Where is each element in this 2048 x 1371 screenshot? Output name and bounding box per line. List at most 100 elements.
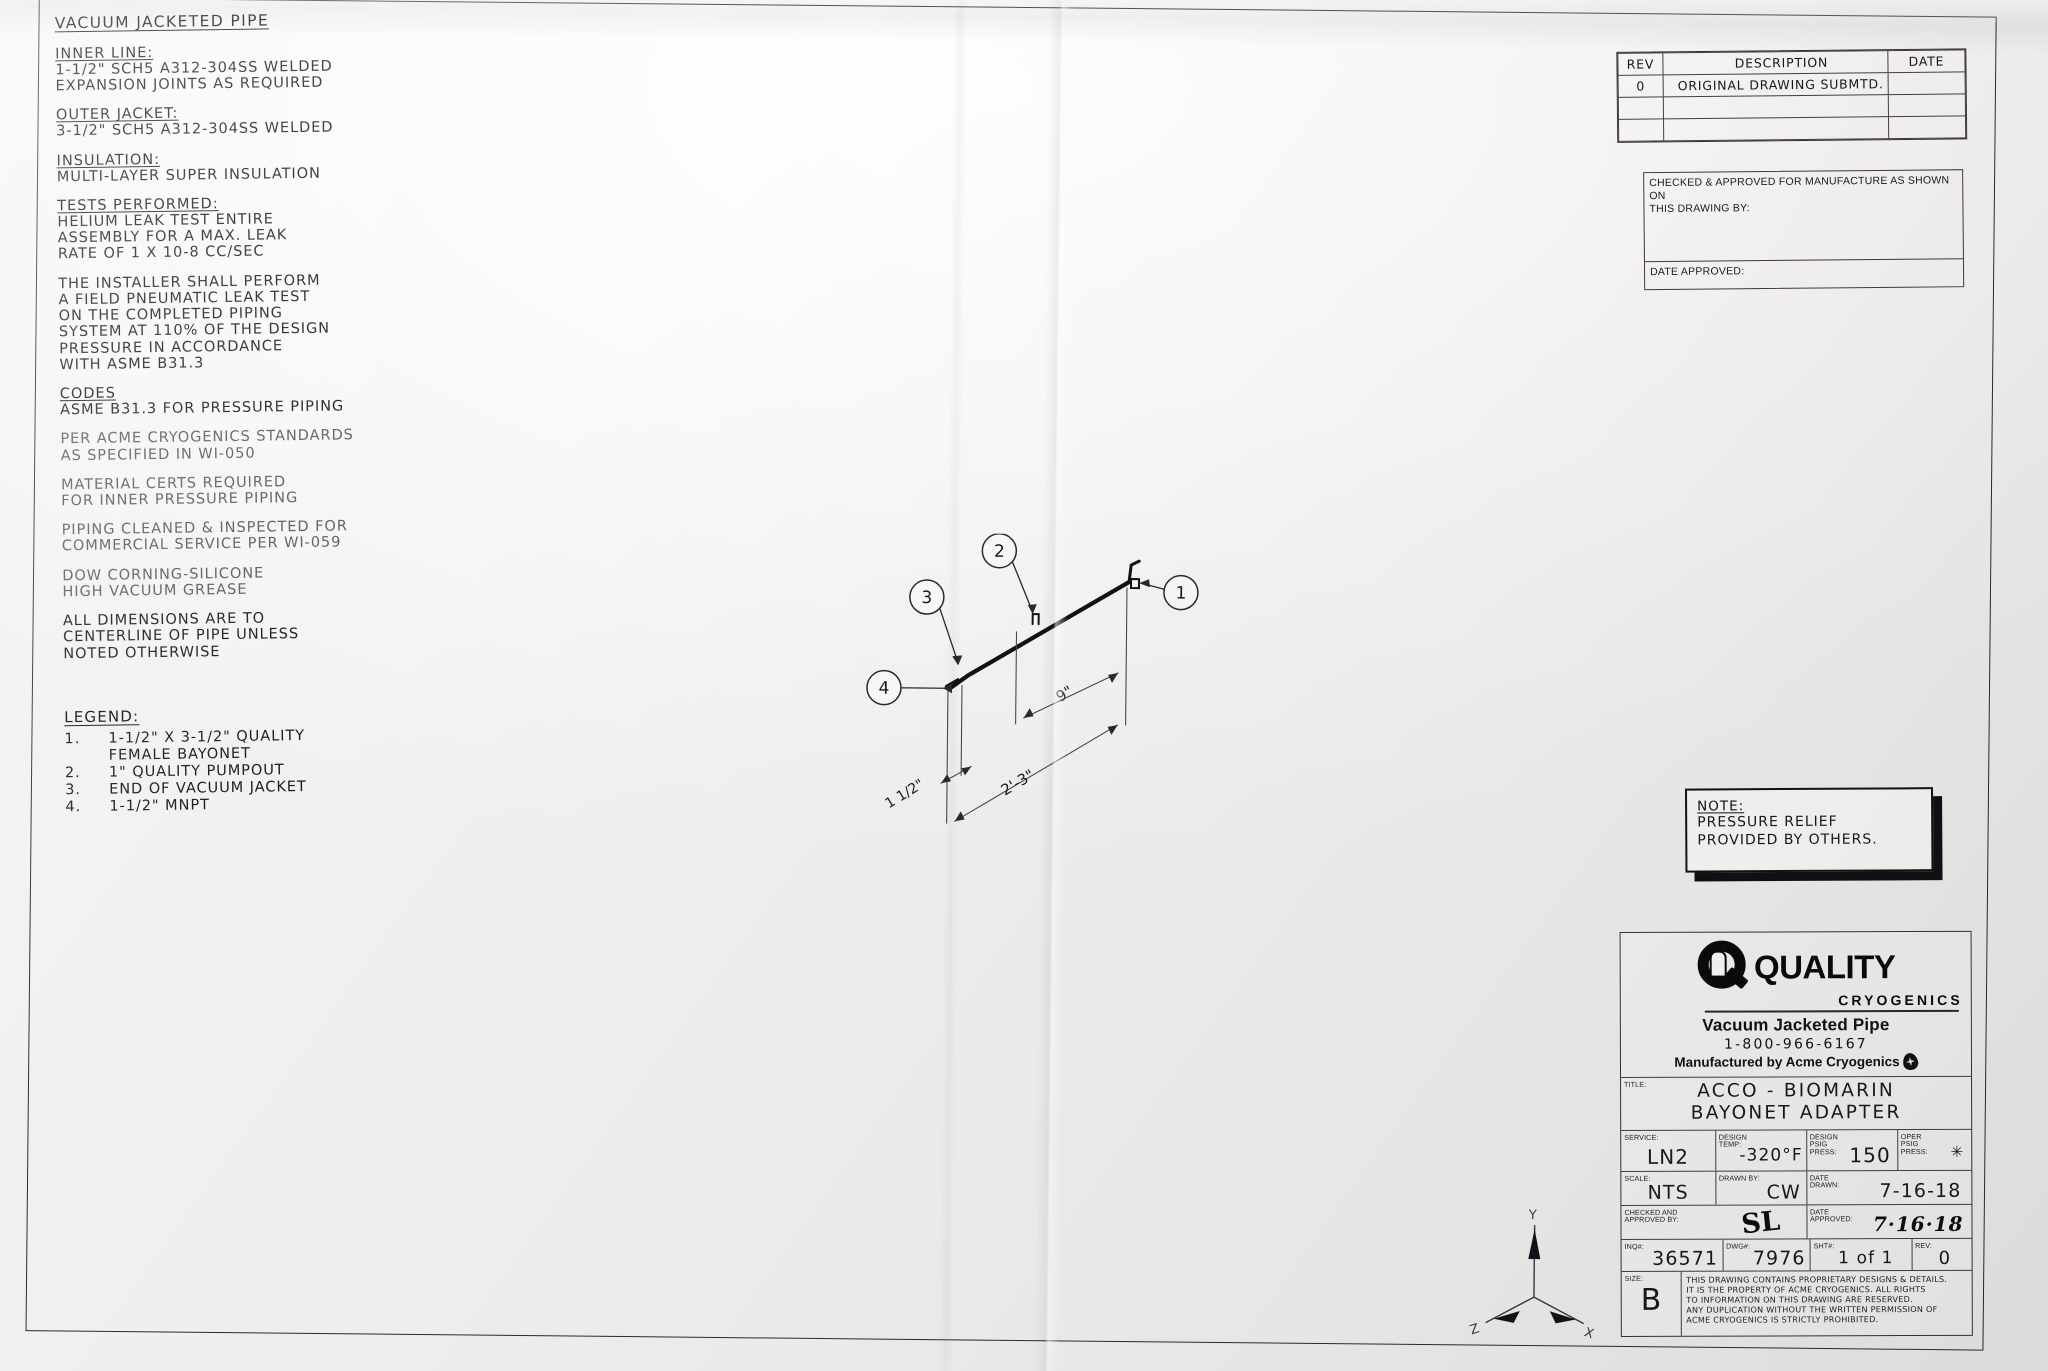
- date-approved-label: DATE APPROVED:: [1809, 1206, 1853, 1224]
- revision-cell-rev: [1618, 96, 1664, 120]
- service-cell: SERVICE: LN2: [1621, 1130, 1716, 1171]
- axis-label-x: X: [1582, 1325, 1595, 1342]
- quality-q-icon: [1696, 940, 1752, 996]
- leader-arrowheads: [942, 579, 1150, 694]
- proprietary-notice-cell: THIS DRAWING CONTAINS PROPRIETARY DESIGN…: [1681, 1270, 1972, 1335]
- note-box: NOTE: PRESSURE RELIEF PROVIDED BY OTHERS…: [1685, 787, 1934, 873]
- dwg-label: DWG#:: [1726, 1241, 1751, 1251]
- manufacturer-line: Manufactured by Acme Cryogenics: [1621, 1051, 1971, 1072]
- legend-item: 1.1-1/2" X 3-1/2" QUALITY FEMALE BAYONET: [64, 725, 494, 765]
- company-logo: QUALITY CRYOGENICS Vacuum Jacketed Pipe …: [1621, 932, 1971, 1077]
- signature-glyph: SL: [1739, 1205, 1782, 1241]
- dim-line-9in: [1023, 672, 1119, 719]
- balloon-label-2: 2: [994, 542, 1005, 562]
- approval-line-2: THIS DRAWING BY:: [1649, 201, 1750, 215]
- scale-cell: SCALE: NTS: [1621, 1171, 1716, 1205]
- notes-column: VACUUM JACKETED PIPE INNER LINE:1-1/2" S…: [55, 8, 496, 816]
- axis-z-line: [1485, 1296, 1535, 1324]
- dim-line-overall: [954, 724, 1119, 822]
- title-block-approval-row: CHECKED AND APPROVED BY: SL DATE APPROVE…: [1621, 1204, 1972, 1241]
- drawn-by-cell: DRAWN BY: CW: [1715, 1171, 1807, 1205]
- note-block: OUTER JACKET:3-1/2" SCH5 A312-304SS WELD…: [56, 102, 486, 140]
- legend-item-number: 2.: [64, 765, 81, 782]
- design-psig-label: DESIGN PSIG PRESS:: [1809, 1131, 1838, 1157]
- date-drawn-label: DATE DRAWN:: [1809, 1172, 1840, 1190]
- brand-name: QUALITY: [1753, 948, 1896, 986]
- title-block-scale-row: SCALE: NTS DRAWN BY: CW DATE DRAWN: 7-16…: [1621, 1170, 1972, 1206]
- inq-label: INQ#:: [1624, 1241, 1644, 1251]
- sht-cell: SHT#: 1 of 1: [1810, 1238, 1913, 1271]
- inq-cell: INQ#: 36571: [1621, 1239, 1724, 1271]
- revision-cell-description: ORIGINAL DRAWING SUBMTD.: [1663, 72, 1889, 97]
- title-block-proprietary-row: SIZE: B THIS DRAWING CONTAINS PROPRIETAR…: [1621, 1270, 1972, 1336]
- approval-date-label: DATE APPROVED:: [1650, 265, 1745, 279]
- axis-label-z: Z: [1468, 1321, 1481, 1338]
- approval-line-1: CHECKED & APPROVED FOR MANUFACTURE AS SH…: [1649, 174, 1950, 202]
- revision-cell-rev: [1618, 118, 1664, 142]
- drawing-title-cell: TITLE: ACCO - BIOMARIN BAYONET ADAPTER: [1621, 1077, 1971, 1130]
- date-approved-cell: DATE APPROVED: 7·16·18: [1807, 1204, 1972, 1238]
- sht-label: SHT#:: [1813, 1240, 1835, 1250]
- dimension-text-overall: 2'-3": [998, 766, 1038, 800]
- legend-item-number: 4.: [65, 799, 82, 816]
- balloon-label-4: 4: [878, 679, 889, 699]
- date-approved-value: 7·16·18: [1872, 1211, 1964, 1236]
- oper-psig-cell: OPER PSIG PRESS: ✳: [1898, 1129, 1972, 1169]
- approval-box: CHECKED & APPROVED FOR MANUFACTURE AS SH…: [1643, 169, 1965, 291]
- sub-brand-name: CRYOGENICS: [1838, 991, 1963, 1009]
- title-block-service-row: SERVICE: LN2 DESIGN TEMP: -320°F DESIGN …: [1621, 1129, 1972, 1172]
- note-heading: NOTE:: [1697, 798, 1745, 815]
- witness-right: [1125, 587, 1128, 726]
- legend-block: LEGEND: 1.1-1/2" X 3-1/2" QUALITY FEMALE…: [64, 702, 495, 816]
- revision-table-row: [1618, 115, 1966, 142]
- date-drawn-cell: DATE DRAWN: 7-16-18: [1807, 1170, 1972, 1204]
- balloon-circle-4: [866, 669, 902, 706]
- witness-left-inner: [960, 684, 963, 776]
- balloon-circle-3: [909, 579, 945, 615]
- note-line-2: PROVIDED BY OTHERS.: [1697, 831, 1878, 849]
- oper-psig-label: OPER PSIG PRESS:: [1900, 1131, 1928, 1156]
- axis-indicator-svg: Y X Z: [1468, 1208, 1595, 1342]
- size-label: SIZE:: [1624, 1273, 1644, 1283]
- revision-cell-date: [1888, 93, 1966, 117]
- legend-item-number: 3.: [65, 782, 82, 799]
- dimension-arrowheads: [941, 672, 1119, 822]
- legend-rows: 1.1-1/2" X 3-1/2" QUALITY FEMALE BAYONET…: [64, 725, 495, 816]
- notes-blocks: INNER LINE:1-1/2" SCH5 A312-304SS WELDED…: [55, 40, 493, 662]
- legend-heading: LEGEND:: [64, 707, 140, 727]
- manufacturer-text: Manufactured by Acme Cryogenics: [1674, 1054, 1900, 1070]
- title-block: QUALITY CRYOGENICS Vacuum Jacketed Pipe …: [1619, 930, 1973, 1337]
- title-block-title-row: TITLE: ACCO - BIOMARIN BAYONET ADAPTER: [1621, 1076, 1972, 1131]
- product-name: Vacuum Jacketed Pipe: [1702, 1015, 1890, 1035]
- note-block: INSULATION:MULTI-LAYER SUPER INSULATION: [57, 147, 487, 185]
- snowflake-drop-icon: [1901, 1051, 1920, 1072]
- balloon-circle-2: [981, 533, 1018, 569]
- approval-box-bottom: DATE APPROVED:: [1645, 259, 1963, 300]
- axis-arrowheads: [1493, 1229, 1576, 1324]
- balloon-circle-1: [1163, 574, 1199, 611]
- axis-x-line: [1533, 1296, 1585, 1325]
- revision-cell-description: [1663, 94, 1889, 119]
- pumpout-stub: [1031, 613, 1040, 626]
- design-temp-label: DESIGN TEMP:: [1718, 1132, 1747, 1149]
- bayonet-fitting: [1127, 559, 1141, 584]
- proprietary-notice-text: THIS DRAWING CONTAINS PROPRIETARY DESIGN…: [1686, 1273, 1948, 1326]
- logo-rule: [1704, 1009, 1959, 1013]
- revision-cell-date: [1888, 115, 1966, 139]
- dwg-cell: DWG#: 7976: [1723, 1239, 1811, 1271]
- revision-header-description: DESCRIPTION: [1662, 50, 1889, 75]
- bayonet-collar: [1129, 578, 1141, 590]
